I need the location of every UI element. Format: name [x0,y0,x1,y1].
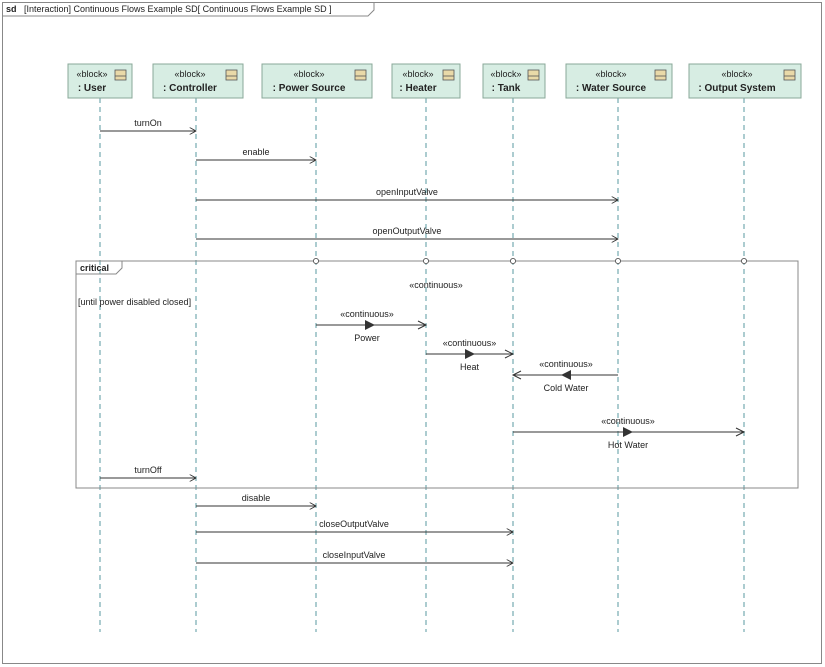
message-disable: disable [196,493,316,506]
message-openOutputValve: openOutputValve [196,226,618,239]
flow-stereotype: «continuous» [539,359,593,369]
flow-item-triangle [623,427,633,437]
message-label: turnOff [134,465,162,475]
lifeline-output: «block» : Output System [688,63,802,632]
lifeline-stereotype: «block» [293,69,324,79]
lifeline-head [688,63,802,99]
block-icon [442,69,455,81]
flow-coldwater: «continuous» Cold Water [511,359,618,393]
block-icon [114,69,127,81]
message-label: openInputValve [376,187,438,197]
fragment-operator: critical [80,263,109,273]
message-closeInputValve: closeInputValve [196,550,513,563]
flow-arrowhead [511,370,522,380]
lifeline-controller: «block» : Controller [152,63,244,632]
lifeline-name: : Controller [163,83,217,94]
message-enable: enable [196,147,316,160]
flow-item-label: Hot Water [608,440,648,450]
critical-fragment [75,260,799,489]
lifeline-name: : Tank [492,83,521,94]
lifeline-stereotype: «block» [490,69,521,79]
flow-item-label: Power [354,333,380,343]
message-openInputValve: openInputValve [196,187,618,200]
lifeline-name: : Output System [698,83,775,94]
fragment-guard: [until power disabled closed] [78,297,191,307]
flow-heat: «continuous» Heat [426,338,515,372]
frame-title: [Interaction] Continuous Flows Example S… [24,4,332,14]
flow-item-triangle [561,370,571,380]
flow-arrowhead [735,427,746,437]
flow-item-triangle [365,320,375,330]
frame-kind: sd [6,4,17,14]
lifeline-tank: «block» : Tank [482,63,546,632]
block-icon [527,69,540,81]
message-label: closeOutputValve [319,519,389,529]
lifeline-stereotype: «block» [402,69,433,79]
flow-item-label: Cold Water [544,383,589,393]
message-label: enable [242,147,269,157]
fragment-coregion-output [740,257,748,265]
fragment-stereotype: «continuous» [409,280,463,290]
lifeline-stereotype: «block» [174,69,205,79]
lifeline-name: : Heater [399,83,436,94]
lifeline-name: : Power Source [273,83,346,94]
lifeline-head [261,63,373,99]
lifeline-power: «block» : Power Source [261,63,373,632]
frame-title-tab [2,2,375,17]
block-icon [225,69,238,81]
lifeline-stereotype: «block» [721,69,752,79]
flow-arrowhead [504,349,515,359]
flow-stereotype: «continuous» [443,338,497,348]
flow-item-label: Heat [460,362,480,372]
message-label: closeInputValve [323,550,386,560]
message-turnOff: turnOff [100,465,196,478]
flow-item-triangle [465,349,475,359]
message-turnOn: turnOn [100,118,196,131]
message-label: disable [242,493,271,503]
block-icon [783,69,796,81]
block-icon [654,69,667,81]
lifeline-stereotype: «block» [595,69,626,79]
flow-power: «continuous» Power [316,309,428,343]
flow-stereotype: «continuous» [601,416,655,426]
lifeline-name: : Water Source [576,83,647,94]
lifeline-water: «block» : Water Source [565,63,673,632]
block-icon [354,69,367,81]
lifeline-head [565,63,673,99]
flow-stereotype: «continuous» [340,309,394,319]
fragment-operator-tab [76,261,123,275]
message-label: openOutputValve [373,226,442,236]
message-closeOutputValve: closeOutputValve [196,519,513,532]
fragment-coregion-water [614,257,622,265]
lifeline-stereotype: «block» [76,69,107,79]
lifeline-name: : User [78,83,106,94]
fragment-coregion-tank [509,257,517,265]
flow-arrowhead [417,320,428,330]
message-label: turnOn [134,118,162,128]
lifeline-heater: «block» : Heater [391,63,461,632]
lifeline-user: «block» : User [67,63,133,632]
fragment-coregion-heater [422,257,430,265]
fragment-coregion-power [312,257,320,265]
flow-hotwater: «continuous» Hot Water [513,416,746,450]
